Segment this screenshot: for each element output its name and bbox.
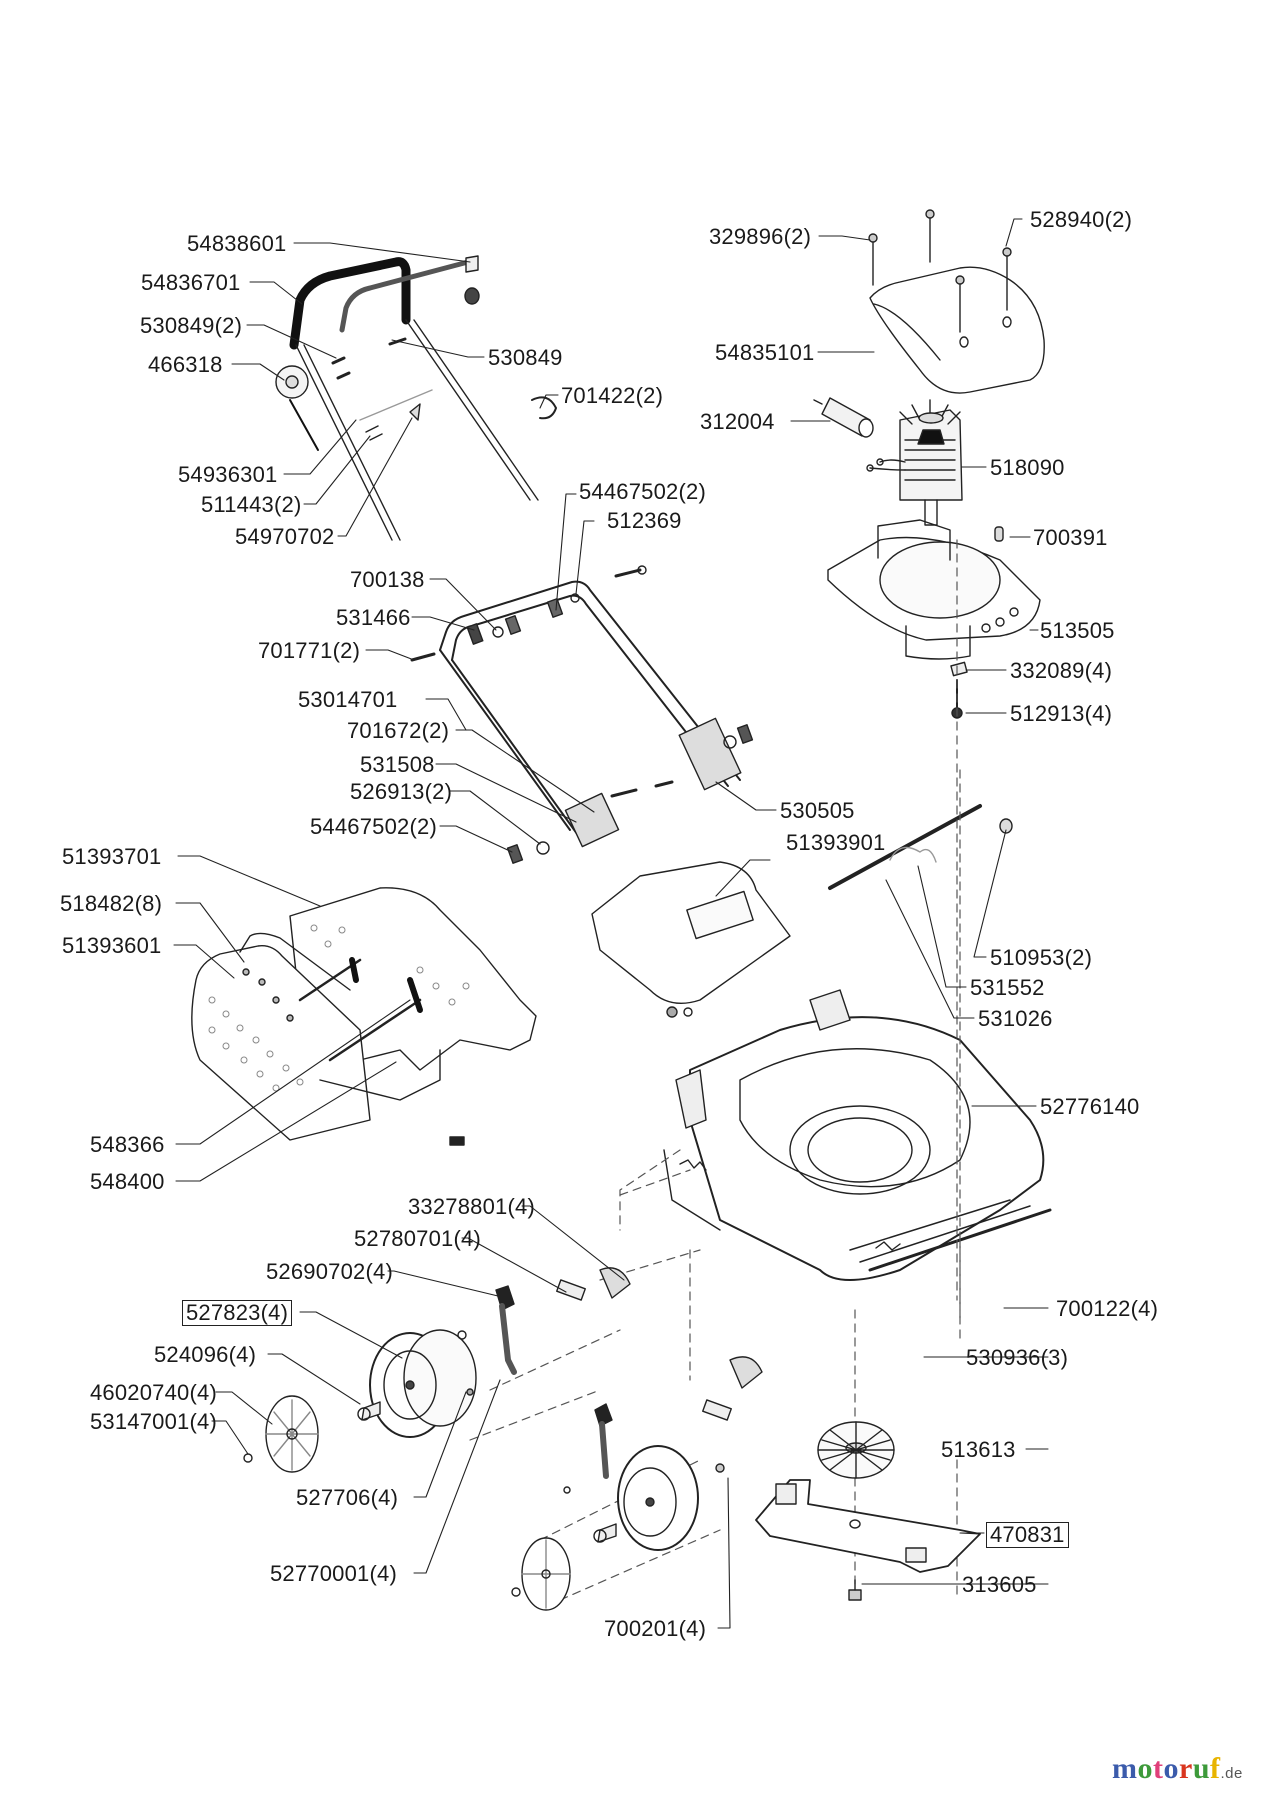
upper-handle-part: [275, 255, 557, 541]
part-label: 52776140: [1040, 1094, 1140, 1119]
part-label: 54467502(2): [310, 814, 437, 839]
part-label: 313605: [962, 1572, 1037, 1597]
capacitor-part: [813, 397, 874, 438]
part-label: 54835101: [715, 340, 815, 365]
grass-collector-part: [191, 887, 537, 1146]
part-label: 700138: [350, 567, 425, 592]
motor-part: [866, 399, 963, 526]
part-label: 530849: [488, 345, 563, 370]
part-label: 54838601: [187, 231, 287, 256]
part-label: 530936(3): [966, 1345, 1069, 1370]
part-label: 54467502(2): [579, 479, 706, 504]
part-label: 466318: [148, 352, 223, 377]
logo-letter: r: [1179, 1752, 1193, 1785]
part-label: 511443(2): [201, 492, 302, 517]
part-label: 53014701: [298, 687, 398, 712]
part-label: 46020740(4): [90, 1380, 217, 1405]
logo-tld: .de: [1220, 1765, 1243, 1782]
part-label: 700201(4): [604, 1616, 707, 1641]
part-label: 530505: [780, 798, 855, 823]
part-label: 51393601: [62, 933, 162, 958]
part-label: 312004: [700, 409, 775, 434]
part-label: 52770001(4): [270, 1561, 397, 1586]
part-label: 510953(2): [990, 945, 1093, 970]
logo-letter: m: [1112, 1752, 1138, 1785]
part-label: 54936301: [178, 462, 278, 487]
part-label-boxed: 527823(4): [182, 1300, 293, 1326]
part-label: 530849(2): [140, 313, 243, 338]
part-label: 518090: [990, 455, 1065, 480]
part-label: 524096(4): [154, 1342, 257, 1367]
motor-cover-part: [868, 209, 1045, 394]
part-label: 512369: [607, 508, 682, 533]
part-label: 531026: [978, 1006, 1053, 1031]
part-label: 54970702: [235, 524, 335, 549]
logo-letter: o: [1137, 1752, 1153, 1785]
part-label: 526913(2): [350, 779, 453, 804]
part-label: 54836701: [141, 270, 241, 295]
part-label: 548366: [90, 1132, 165, 1157]
part-label: 531552: [970, 975, 1045, 1000]
part-label: 531466: [336, 605, 411, 630]
part-label: 700391: [1033, 525, 1108, 550]
motor-housing-part: [827, 519, 1041, 719]
part-label: 51393701: [62, 844, 162, 869]
leader-lines: [173, 218, 1049, 1629]
logo-letter: u: [1192, 1752, 1211, 1785]
right-wheel-assembly: [511, 1356, 763, 1611]
mower-deck-part: [663, 989, 1052, 1281]
logo-letter: t: [1153, 1752, 1164, 1785]
motoruf-watermark-logo: motoruf.de: [1112, 1752, 1243, 1786]
part-label: 53147001(4): [90, 1409, 217, 1434]
part-label: 33278801(4): [408, 1194, 535, 1219]
logo-letter: o: [1163, 1752, 1179, 1785]
part-label: 700122(4): [1056, 1296, 1159, 1321]
part-label: 518482(8): [60, 891, 163, 916]
part-label: 528940(2): [1030, 207, 1133, 232]
part-label: 332089(4): [1010, 658, 1113, 683]
part-label: 531508: [360, 752, 435, 777]
discharge-flap-part: [591, 804, 1013, 1018]
part-label: 701771(2): [258, 638, 361, 663]
part-label: 512913(4): [1010, 701, 1113, 726]
part-label: 701422(2): [561, 383, 664, 408]
lower-handle-part: [410, 565, 754, 864]
part-label: 52780701(4): [354, 1226, 481, 1251]
part-label: 527706(4): [296, 1485, 399, 1510]
part-label: 701672(2): [347, 718, 450, 743]
left-wheel-assembly: [243, 1267, 631, 1473]
part-label: 51393901: [786, 830, 886, 855]
part-label: 513505: [1040, 618, 1115, 643]
part-label-boxed: 470831: [986, 1522, 1069, 1548]
part-label: 329896(2): [709, 224, 812, 249]
part-label: 513613: [941, 1437, 1016, 1462]
part-label: 52690702(4): [266, 1259, 393, 1284]
part-label: 548400: [90, 1169, 165, 1194]
logo-letter: f: [1210, 1752, 1221, 1785]
